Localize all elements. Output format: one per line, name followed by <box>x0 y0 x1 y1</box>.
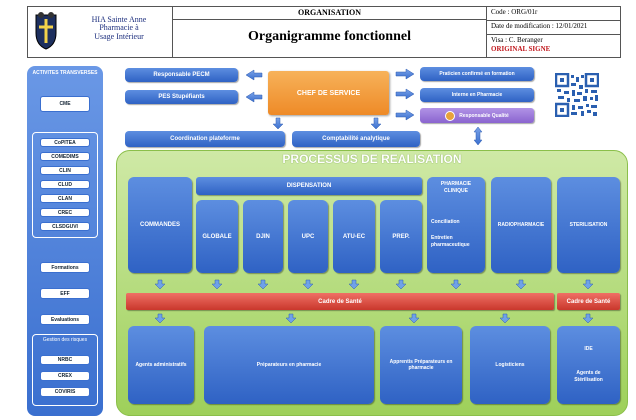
responsable-qualite-label: Responsable Qualité <box>459 112 509 119</box>
apprentis-box: Apprentis Préparateurs en pharmacie <box>380 326 462 404</box>
qr-code-icon <box>555 73 599 117</box>
comptabilite-analytique-box: Comptabilité analytique <box>292 131 420 147</box>
risk-item: COVIRIS <box>40 387 90 397</box>
process-title: PROCESSUS DE REALISATION <box>282 152 462 166</box>
committee-item: CLUD <box>40 180 90 189</box>
risk-item: NRBC <box>40 355 90 365</box>
hospital-crest-icon <box>33 11 59 51</box>
commandes-box: COMMANDES <box>128 177 192 273</box>
ide-box: IDE Agents de Stérilisation <box>557 326 620 404</box>
entretien-label: Entretien pharmaceutique <box>431 235 470 248</box>
committee-item: CoPITEA <box>40 138 90 147</box>
eff-box: EFF <box>40 288 90 299</box>
cme-box: CME <box>40 96 90 112</box>
responsable-pecm-box: Responsable PECM <box>125 68 238 82</box>
conciliation-label: Conciliation <box>431 219 460 225</box>
header-logo-cell: HIA Sainte Anne Pharmacie à Usage Intéri… <box>27 6 173 58</box>
sidebar-title: ACTIVITES TRANSVERSES <box>32 70 98 76</box>
pes-stupefiants-box: PES Stupéfiants <box>125 90 238 104</box>
modification-date: Date de modification : 12/01/2021 <box>491 22 588 30</box>
org-line-2: Pharmacie à <box>99 23 139 33</box>
dispensation-atu-ec: ATU-EC <box>333 200 375 273</box>
cadre-de-sante-bar: Cadre de Santé <box>126 293 554 310</box>
evaluations-box: Evaluations <box>40 314 90 325</box>
radiopharmacie-box: RADIOPHARMACIE <box>491 177 551 273</box>
committee-item: COMEDIMS <box>40 152 90 161</box>
hospital-name: HIA Sainte Anne Pharmacie à Usage Intéri… <box>67 15 171 41</box>
dispensation-header: DISPENSATION <box>196 177 422 195</box>
sterilisation-box: STERILISATION <box>557 177 620 273</box>
dispensation-globale: GLOBALE <box>196 200 238 273</box>
agents-sterilisation-label: Agents de Stérilisation <box>574 370 603 383</box>
document-header <box>27 6 621 58</box>
agents-administratifs-box: Agents administratifs <box>128 326 194 404</box>
quality-person-icon <box>445 110 456 121</box>
page-title: Organigramme fonctionnel <box>173 20 487 58</box>
chef-de-service-box: CHEF DE SERVICE <box>268 71 389 115</box>
logisticiens-box: Logisticiens <box>470 326 550 404</box>
original-signed-stamp: ORIGINAL SIGNE <box>491 45 551 53</box>
header-divider <box>487 34 621 35</box>
org-line-1: HIA Sainte Anne <box>91 15 147 24</box>
praticien-box: Praticien confirmé en formation <box>420 67 534 81</box>
pharmacie-clinique-box: PHARMACIE CLINIQUE Conciliation Entretie… <box>427 177 485 273</box>
committee-item: CLSDGUVI <box>40 222 90 231</box>
dispensation-prep: PREP. <box>380 200 422 273</box>
cadre-de-sante-sterilisation-bar: Cadre de Santé <box>557 293 620 310</box>
visa: Visa : C. Beranger <box>491 36 543 44</box>
risk-item: CREX <box>40 371 90 381</box>
preparateurs-box: Préparateurs en pharmacie <box>204 326 374 404</box>
formations-box: Formations <box>40 262 90 273</box>
header-category: ORGANISATION <box>173 6 487 20</box>
coordination-plateforme-box: Coordination plateforme <box>125 131 285 147</box>
org-line-3: Usage Intérieur <box>94 31 144 41</box>
committee-item: CREC <box>40 208 90 217</box>
responsable-qualite-box: Responsable Qualité <box>420 108 534 123</box>
risk-panel <box>32 334 98 406</box>
risk-title: Gestion des risques <box>42 337 88 343</box>
ide-label: IDE <box>584 346 593 352</box>
committee-item: CLIN <box>40 166 90 175</box>
committee-panel <box>32 132 98 238</box>
pharmacie-clinique-title: PHARMACIE CLINIQUE <box>440 181 472 194</box>
doc-code: Code : ORG/01r <box>491 8 538 16</box>
header-divider <box>487 20 621 21</box>
interne-box: Interne en Pharmacie <box>420 88 534 102</box>
dispensation-djin: DJIN <box>243 200 283 273</box>
dispensation-upc: UPC <box>288 200 328 273</box>
committee-item: CLAN <box>40 194 90 203</box>
